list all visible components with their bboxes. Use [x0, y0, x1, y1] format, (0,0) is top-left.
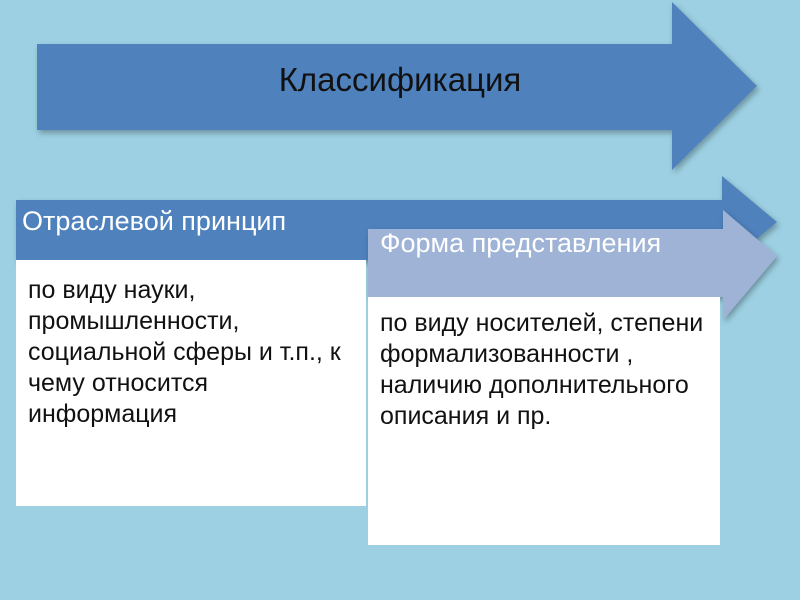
diagram-title: Классификация — [278, 61, 522, 98]
left-column-body-box — [16, 260, 366, 506]
right-column-header: Форма представления — [380, 228, 662, 258]
right-column-body-text: по виду носителей, степени формализованн… — [380, 309, 704, 430]
main-arrow — [37, 2, 757, 170]
left-column-header: Отраслевой принцип — [22, 206, 287, 236]
left-column-body-text: по виду науки, промышленности, социально… — [28, 276, 341, 428]
right-column-body-box — [368, 297, 720, 545]
right-header-arrow — [368, 210, 777, 320]
